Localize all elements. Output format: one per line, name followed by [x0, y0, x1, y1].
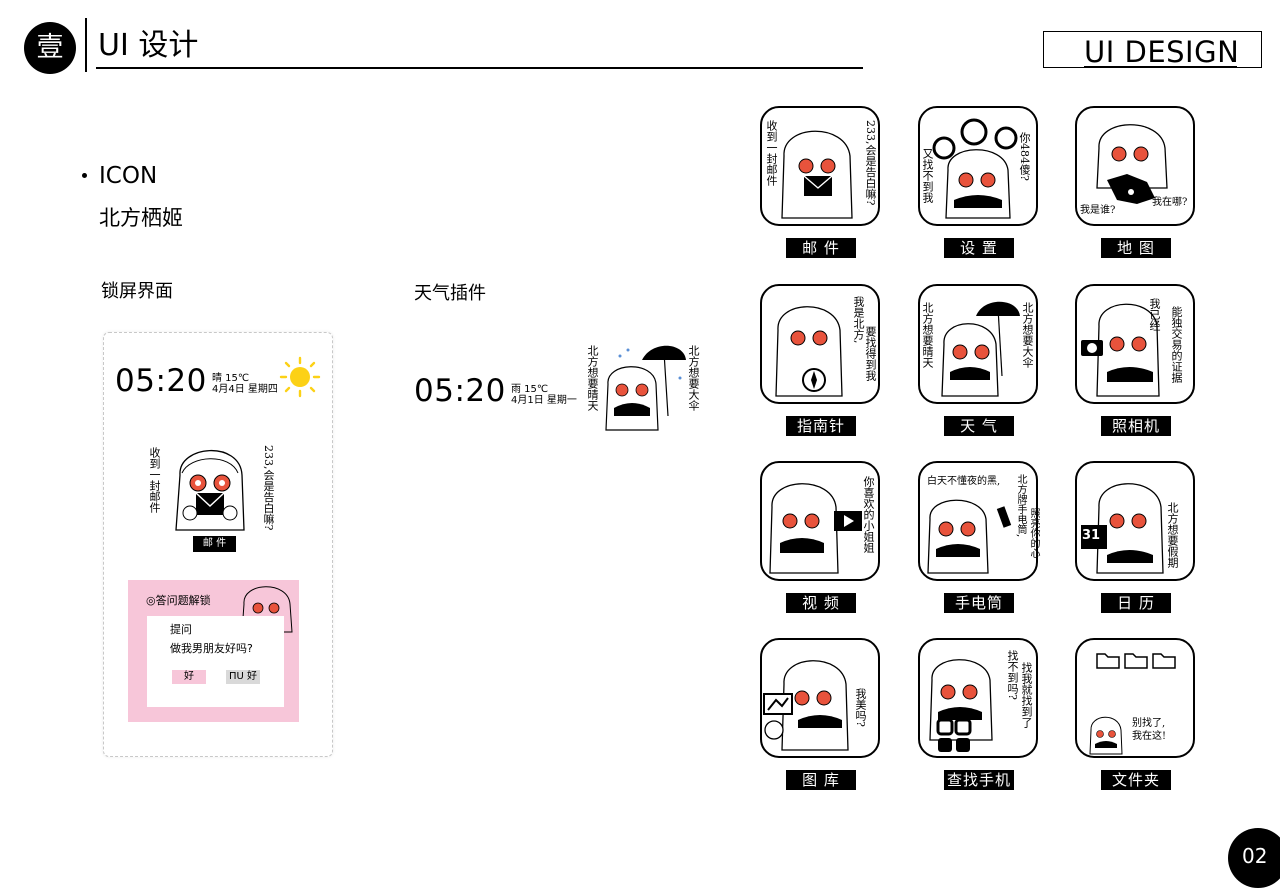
- settings-icon-label: 设 置: [944, 238, 1014, 258]
- calendar-icon[interactable]: [1075, 461, 1195, 581]
- calendar-icon-text: 北方想要假期: [1166, 502, 1179, 568]
- gallery-icon[interactable]: [760, 638, 880, 758]
- lock-speech-left: 收到一封邮件: [148, 447, 161, 513]
- weather-icon-text-left: 北方想要晴天: [921, 302, 934, 368]
- folder-icon-label: 文件夹: [1101, 770, 1171, 790]
- gallery-icon-label: 图 库: [786, 770, 856, 790]
- calendar-day-number: 31: [1082, 528, 1101, 543]
- video-icon-text: 你喜欢的小姐姐: [862, 476, 875, 553]
- mail-icon[interactable]: [760, 106, 880, 226]
- lock-speech-right: 233,会是告白嘛?: [262, 445, 275, 531]
- gallery-icon-art: [763, 660, 849, 751]
- video-icon-art: [769, 483, 862, 574]
- header-rule: [96, 67, 863, 69]
- weather-icon[interactable]: [918, 284, 1038, 404]
- mail-icon-label: 邮 件: [786, 238, 856, 258]
- lock-date: 4月4日 星期四: [212, 384, 278, 395]
- find-phone-icon-art: [929, 659, 993, 752]
- mail-icon-text-right: 233,会是告白嘛?: [864, 120, 877, 206]
- lock-weather: 晴 15℃: [212, 373, 250, 384]
- flashlight-icon[interactable]: [918, 461, 1038, 581]
- unlock-question-card: [147, 616, 284, 707]
- settings-icon-text-left: 又找不到我: [921, 148, 934, 203]
- section-mark: 壹: [24, 22, 76, 74]
- lock-mail-tag: 邮 件: [193, 536, 236, 552]
- map-icon[interactable]: [1075, 106, 1195, 226]
- flashlight-icon-text-2: 北方牌手电筒,: [1015, 474, 1026, 538]
- folder-icon[interactable]: [1075, 638, 1195, 758]
- compass-icon-art: [775, 306, 843, 397]
- folder-icon-text-2: 我在这!: [1132, 731, 1167, 742]
- settings-icon[interactable]: [918, 106, 1038, 226]
- camera-icon-text-left: 我已经: [1148, 298, 1161, 331]
- calendar-icon-art: [1081, 483, 1164, 574]
- mail-icon-art: [781, 130, 853, 219]
- camera-icon-text-right: 能独交易的证据: [1170, 306, 1183, 383]
- compass-icon-text-2: 要找得到我: [864, 326, 877, 381]
- find-phone-icon-text-1: 找不到吗?: [1006, 650, 1019, 700]
- compass-icon-label: 指南针: [786, 416, 856, 436]
- widget-weather: 雨 15℃: [511, 384, 549, 395]
- widget-speech-left: 北方想要晴天: [586, 345, 599, 411]
- english-title-underline: [1084, 66, 1237, 68]
- map-icon-text-left: 我是谁?: [1080, 205, 1116, 216]
- find-phone-icon-label: 查找手机: [944, 770, 1014, 790]
- lock-screen-label: 锁屏界面: [101, 281, 173, 302]
- flashlight-icon-label: 手电筒: [944, 593, 1014, 613]
- mail-icon-text-left: 收到一封邮件: [765, 120, 778, 186]
- character-name: 北方栖姬: [99, 206, 183, 230]
- answer-no-button[interactable]: ΠU 好: [226, 670, 260, 684]
- map-icon-art: [1096, 124, 1168, 204]
- english-title: UI DESIGN: [1084, 35, 1240, 69]
- page-number: 02: [1228, 828, 1280, 888]
- video-icon[interactable]: [760, 461, 880, 581]
- widget-speech-right: 北方想要大伞: [687, 345, 700, 411]
- unlock-question: 做我男朋友好吗?: [170, 642, 253, 655]
- bullet-dot: [82, 173, 87, 178]
- lock-character-illustration: [175, 449, 245, 531]
- icon-heading: ICON: [99, 163, 158, 189]
- weather-widget-label: 天气插件: [414, 283, 486, 304]
- video-icon-label: 视 频: [786, 593, 856, 613]
- flashlight-icon-text-3: 照亮你的心: [1028, 508, 1039, 558]
- sun-icon: [279, 356, 321, 398]
- settings-icon-text-right: 你484傻?: [1018, 132, 1031, 181]
- lock-clock: 05:20: [115, 363, 207, 399]
- settings-icon-art: [932, 118, 1018, 219]
- widget-date: 4月1日 星期一: [511, 395, 577, 406]
- camera-icon[interactable]: [1075, 284, 1195, 404]
- weather-icon-text-right: 北方想要大伞: [1021, 302, 1034, 368]
- unlock-question-label: 提问: [170, 623, 192, 636]
- answer-yes-button[interactable]: 好: [172, 670, 206, 684]
- compass-icon[interactable]: [760, 284, 880, 404]
- camera-icon-label: 照相机: [1101, 416, 1171, 436]
- map-icon-text-right: 我在哪?: [1152, 197, 1188, 208]
- gallery-icon-text: 我美吗?: [854, 688, 867, 727]
- page-title: UI 设计: [98, 28, 199, 63]
- header-divider: [85, 18, 87, 72]
- weather-icon-art: [941, 301, 1020, 397]
- unlock-title: ◎答问题解锁: [146, 594, 211, 607]
- widget-character-illustration: [605, 345, 686, 431]
- camera-icon-art: [1081, 303, 1160, 397]
- weather-icon-label: 天 气: [944, 416, 1014, 436]
- folder-icon-text-1: 别找了,: [1132, 718, 1166, 729]
- flashlight-icon-art: [927, 499, 1012, 574]
- find-phone-icon-text-2: 找我就找到了: [1020, 662, 1033, 728]
- widget-clock: 05:20: [414, 373, 506, 409]
- compass-icon-text-1: 我是北方,: [852, 296, 865, 344]
- calendar-icon-label: 日 历: [1101, 593, 1171, 613]
- find-phone-icon[interactable]: [918, 638, 1038, 758]
- map-icon-label: 地 图: [1101, 238, 1171, 258]
- folder-icon-art: [1089, 653, 1176, 755]
- flashlight-icon-text-1: 白天不懂夜的黑,: [927, 476, 1001, 487]
